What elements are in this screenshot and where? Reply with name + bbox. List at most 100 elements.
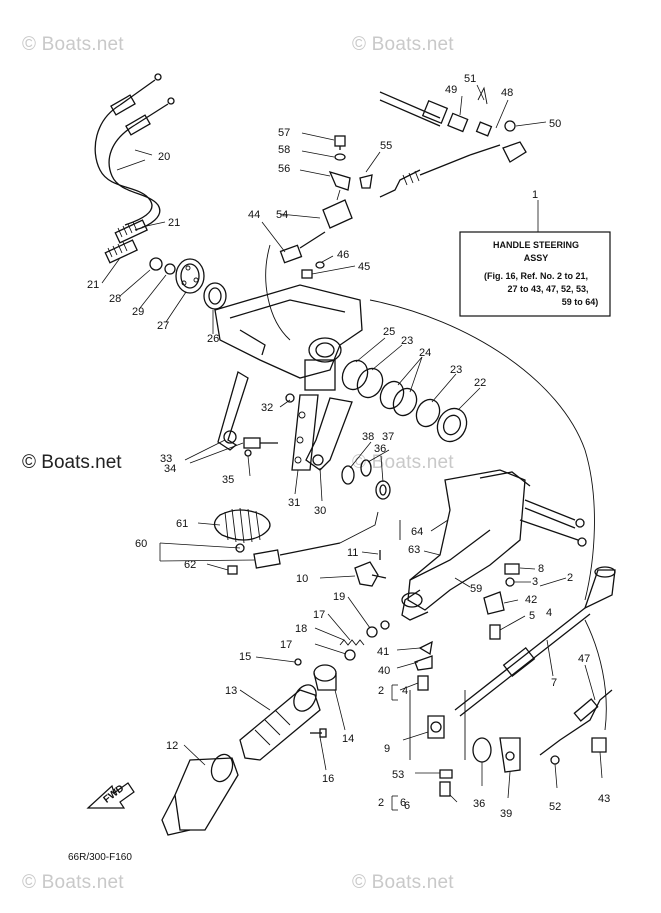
lower-right-parts-drawing: [414, 563, 616, 797]
callout: 3: [532, 576, 538, 588]
callout: 19: [333, 591, 345, 603]
callout: 35: [222, 474, 234, 486]
callout: 33: [160, 453, 172, 465]
callout: 43: [598, 793, 610, 805]
diagram-code: 66R/300-F160: [68, 852, 132, 863]
callout: 17: [313, 609, 325, 621]
callout: 58: [278, 144, 290, 156]
leader-lines: [101, 84, 603, 811]
callout: 30: [314, 505, 326, 517]
callout: 54: [276, 209, 288, 221]
bracket-arms-drawing: [217, 371, 353, 471]
callout: 6: [404, 800, 410, 812]
callout: 41: [377, 646, 389, 658]
watermark-top-left: © Boats.net: [22, 34, 124, 55]
callout: 38: [362, 431, 374, 443]
assembly-note-line1: (Fig. 16, Ref. No. 2 to 21,: [484, 271, 588, 281]
callout: 15: [239, 651, 251, 663]
callout: 9: [384, 743, 390, 755]
assembly-ref-number: 1: [532, 189, 538, 201]
group-label-2b: 2: [378, 797, 384, 809]
stop-switch-drawing: [213, 507, 379, 575]
callout: 55: [380, 140, 392, 152]
control-link-drawing: [279, 231, 326, 279]
callout: 16: [322, 773, 334, 785]
callout: 62: [184, 559, 196, 571]
callout: 28: [109, 293, 121, 305]
group-label-2a: 2: [378, 685, 384, 697]
callout: 11: [347, 547, 358, 559]
upper-linkage-drawing: [322, 86, 527, 229]
assembly-note-line3: 59 to 64): [562, 297, 599, 307]
callout: 50: [549, 118, 561, 130]
throttle-cables-drawing: [94, 73, 175, 264]
callout: 2: [567, 572, 573, 584]
callout: 14: [342, 733, 354, 745]
callout: 8: [538, 563, 544, 575]
callout: 24: [419, 347, 431, 359]
callout: 32: [261, 402, 273, 414]
callout: 23: [401, 335, 413, 347]
callout: 44: [248, 209, 260, 221]
callout: 10: [296, 573, 308, 585]
callout-numbers: 2 3 4 5 6 7 8 9 10 11 12 13 14 15 16 17 …: [87, 73, 610, 820]
lever-drawing: [354, 550, 387, 587]
callout: 45: [358, 261, 370, 273]
callout: 59: [470, 583, 482, 595]
watermark-bottom-right: © Boats.net: [352, 872, 454, 893]
callout: 27: [157, 320, 169, 332]
callout: 22: [474, 377, 486, 389]
throttle-grip-drawing: [161, 658, 337, 836]
callout: 37: [382, 431, 394, 443]
callout: 18: [295, 623, 307, 635]
callout: 36: [473, 798, 485, 810]
watermark-middle-dark: © Boats.net: [22, 452, 122, 473]
assembly-note-box: 1 HANDLE STEERING ASSY (Fig. 16, Ref. No…: [459, 189, 611, 317]
callout: 23: [450, 364, 462, 376]
callout: 21: [87, 279, 99, 291]
steering-rings-drawing: [341, 359, 468, 443]
callout: 21: [168, 217, 180, 229]
callout: 31: [288, 497, 300, 509]
callout: 57: [278, 127, 290, 139]
assembly-title-line1: HANDLE STEERING: [493, 240, 579, 250]
callout: 26: [207, 333, 219, 345]
callout: 49: [445, 84, 457, 96]
callout: 17: [280, 639, 292, 651]
callout: 39: [500, 808, 512, 820]
callout: 40: [378, 665, 390, 677]
callout: 56: [278, 163, 290, 175]
callout: 61: [176, 518, 188, 530]
assembly-title-line2: ASSY: [524, 253, 549, 263]
watermark-top-right: © Boats.net: [352, 34, 454, 55]
callout: 29: [132, 306, 144, 318]
group-label-4: 4: [402, 685, 408, 697]
callout: 48: [501, 87, 513, 99]
group-label-6: 6: [400, 797, 406, 809]
watermark-middle-faint: © Boats.net: [352, 452, 454, 473]
callout: 63: [408, 544, 420, 556]
steering-bracket-drawing: [214, 284, 363, 391]
callout: 64: [411, 526, 423, 538]
watermark-bottom-left: © Boats.net: [22, 872, 124, 893]
callout: 53: [392, 769, 404, 781]
callout: 46: [337, 249, 349, 261]
reference-lines: [265, 244, 607, 760]
callout: 52: [549, 801, 561, 813]
callout: 4: [546, 607, 552, 619]
callout: 13: [225, 685, 237, 697]
callout: 5: [529, 610, 535, 622]
callout: 42: [525, 594, 537, 606]
fwd-arrow: FWD: [86, 782, 135, 809]
friction-parts-drawing: [149, 257, 227, 310]
steering-handle-drawing: [401, 469, 587, 621]
callout: 7: [551, 677, 557, 689]
callout: 20: [158, 151, 170, 163]
assembly-note-line2: 27 to 43, 47, 52, 53,: [507, 284, 588, 294]
callout: 34: [164, 463, 176, 475]
callout: 12: [166, 740, 178, 752]
group-label-60: 60: [135, 538, 147, 550]
callout: 25: [383, 326, 395, 338]
